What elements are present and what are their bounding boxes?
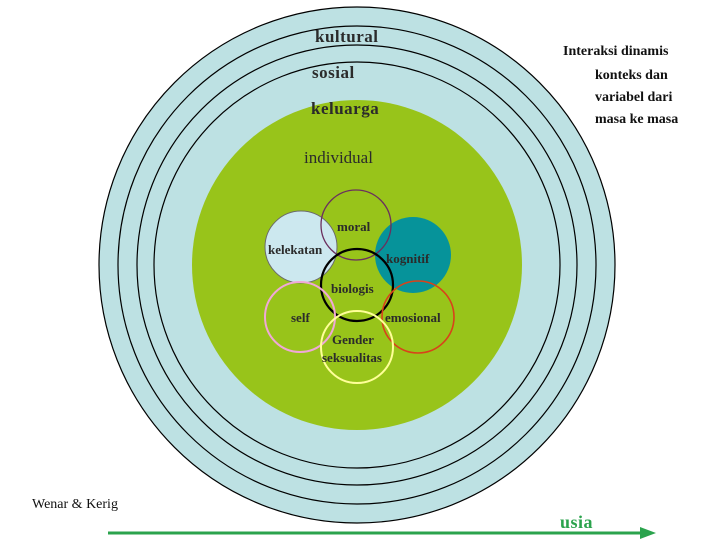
label-emosional: emosional bbox=[385, 310, 441, 325]
note-line1: konteks dan bbox=[595, 68, 668, 83]
circle-kognitif bbox=[375, 217, 451, 293]
label-kognitif: kognitif bbox=[386, 251, 430, 266]
ring-inner bbox=[153, 61, 561, 469]
label-individual: individual bbox=[304, 148, 373, 167]
ring-sosial bbox=[117, 25, 597, 505]
note-title: Interaksi dinamis bbox=[563, 44, 669, 59]
label-biologis: biologis bbox=[331, 281, 374, 296]
circle-moral bbox=[320, 189, 392, 261]
age-arrow-head bbox=[640, 527, 656, 539]
credit-text: Wenar & Kerig bbox=[32, 497, 118, 512]
axis-label-usia: usia bbox=[560, 512, 594, 532]
note-line3: masa ke masa bbox=[595, 112, 679, 127]
label-sosial: sosial bbox=[312, 63, 355, 82]
label-keluarga: keluarga bbox=[311, 99, 379, 118]
label-kelekatan: kelekatan bbox=[268, 242, 323, 257]
ring-keluarga bbox=[136, 44, 578, 486]
label-seksualitas: seksualitas bbox=[322, 350, 382, 365]
label-kultural: kultural bbox=[315, 27, 379, 46]
circle-gender bbox=[320, 310, 394, 384]
circle-individual bbox=[192, 100, 522, 430]
label-gender: Gender bbox=[332, 332, 374, 347]
label-self: self bbox=[291, 310, 310, 325]
circle-self bbox=[264, 281, 336, 353]
circle-biologis bbox=[319, 247, 395, 323]
label-moral: moral bbox=[337, 219, 371, 234]
note-line2: variabel dari bbox=[595, 90, 673, 105]
circle-emosional bbox=[381, 280, 455, 354]
